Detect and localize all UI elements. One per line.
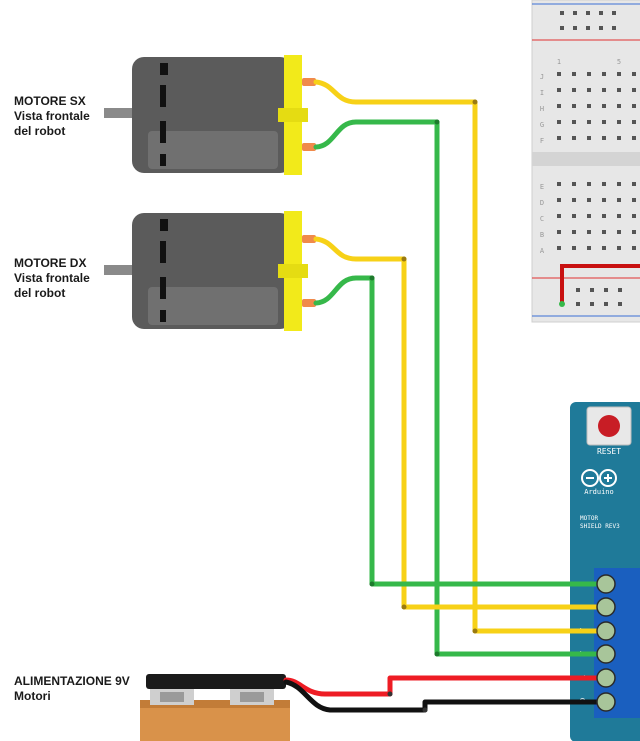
bb-row-g: G — [540, 121, 544, 129]
battery-title: ALIMENTAZIONE 9V — [14, 674, 130, 688]
wire-green-left — [313, 119, 609, 657]
motor-left-title: MOTORE SX — [14, 94, 86, 108]
motor-right-label: MOTORE DX Vista frontale del robot — [14, 256, 90, 301]
battery-9v — [140, 674, 290, 741]
bb-row-c: C — [540, 215, 544, 223]
motor-left-label: MOTORE SX Vista frontale del robot — [14, 94, 90, 139]
screw-terminals — [596, 574, 616, 712]
bb-row-b: B — [540, 231, 544, 239]
motor-left-sub2: del robot — [14, 124, 66, 138]
bb-row-a: A — [540, 247, 545, 255]
motor-left — [104, 55, 316, 175]
arduino-label: Arduino — [584, 488, 614, 496]
shield-line2: SHIELD REV3 — [580, 523, 620, 530]
arduino-board: RESET Arduino MOTOR SHIELD REV3 B B A A … — [570, 402, 640, 741]
wire-black-battery — [283, 679, 609, 713]
bb-row-d: D — [540, 199, 544, 207]
bb-row-j: J — [540, 73, 544, 81]
bb-row-i: I — [540, 89, 544, 97]
reset-label: RESET — [597, 447, 621, 456]
shield-line1: MOTOR — [580, 515, 598, 522]
bb-row-e: E — [540, 183, 544, 191]
wire-red-battery — [283, 675, 609, 697]
motor-right-sub2: del robot — [14, 286, 66, 300]
bb-row-f: F — [540, 137, 544, 145]
battery-label: ALIMENTAZIONE 9V Motori — [14, 674, 130, 704]
bb-col-1: 1 — [557, 58, 561, 66]
bb-row-h: H — [540, 105, 544, 113]
breadboard: J I H G F E D C B A 1 5 — [531, 0, 640, 323]
bb-col-5: 5 — [617, 58, 621, 66]
motor-right-sub1: Vista frontale — [14, 271, 90, 285]
battery-sub: Motori — [14, 689, 51, 703]
motor-right — [104, 211, 316, 331]
arduino-logo-icon — [581, 469, 617, 487]
motor-left-sub1: Vista frontale — [14, 109, 90, 123]
wire-yellow-left — [313, 79, 609, 634]
wires — [283, 79, 609, 713]
wire-yellow-right — [313, 236, 609, 610]
motor-right-title: MOTORE DX — [14, 256, 87, 270]
wire-green-right — [313, 275, 609, 587]
